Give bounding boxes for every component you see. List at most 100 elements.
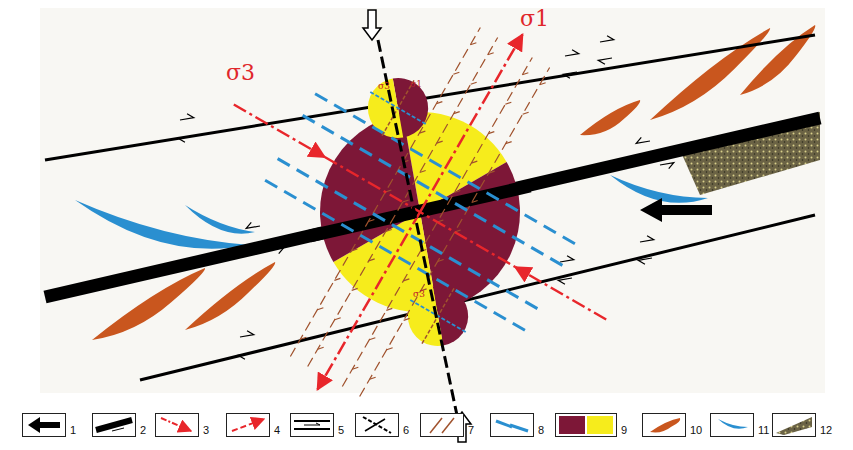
legend-sample [291,414,334,437]
fracture-tick [522,73,528,75]
fracture-tick [403,279,409,281]
legend-number: 10 [690,425,702,436]
orange-vein [650,418,680,432]
fracture-tick [471,82,477,84]
stress-label: σ3 [226,62,255,84]
legend-number: 1 [70,425,76,436]
fracture-tick [506,142,512,144]
fracture-tick [488,53,494,55]
blue-vein [718,419,748,429]
hollow-arrow [363,10,381,40]
sigma1-axis [318,212,421,390]
fracture-tick [352,288,358,290]
shear-sense-arrow [563,72,577,78]
legend-number: 2 [140,425,146,436]
stress-label: σ3 [413,290,425,299]
fracture-tick [472,201,478,203]
shear-sense-arrow [636,137,650,143]
legend-number: 9 [621,425,627,436]
fracture-tick [387,348,393,350]
fracture-tick [505,102,511,104]
fracture-tick [420,171,426,173]
fracture-tick [454,112,460,114]
sigma1-axis [420,34,523,212]
fracture-tick [368,219,374,221]
fracture-tick [437,141,443,143]
stress-label: σ1 [520,8,549,30]
shear-sense-arrow [565,50,579,56]
fracture-tick [369,259,375,261]
legend-sample [711,414,754,437]
legend-number: 4 [274,425,280,436]
compression-axis [378,40,458,420]
fracture-tick [438,259,444,261]
blue-vein [610,175,708,203]
fracture-tick [471,161,477,163]
stress-label: σ1 [410,80,422,89]
fracture-tick [453,72,459,74]
shear-sense-arrow [240,331,254,337]
shear-sense-arrow [180,114,194,120]
legend-sample [773,414,816,437]
stress-label: σ3 [378,82,390,91]
fracture-tick [334,278,340,280]
shear-sense-arrow [560,256,574,262]
shear-sense-arrow [246,222,260,228]
fracture-tick [436,102,442,104]
fracture-tick [404,318,410,320]
fracture-tick [352,367,358,369]
fracture-tick [317,308,323,310]
fracture-tick [419,131,425,133]
legend-sample [643,414,686,437]
fracture-tick [470,43,476,45]
fracture-tick [370,377,376,379]
fracture-tick [351,249,357,251]
fracture-tick [386,229,392,231]
legend-sample [23,414,66,437]
shear-sense-arrow [640,236,654,242]
fracture-tick [300,337,306,339]
legend-sample [491,414,534,437]
orange-vein [185,262,275,330]
legend-sample [156,414,199,437]
shear-sense-arrow [238,353,252,359]
legend-number: 6 [403,425,409,436]
fracture-tick [335,318,341,320]
tension-fracture [308,37,498,366]
fracture-tick [318,347,324,349]
movement-arrow [640,198,712,222]
fracture-tick [369,338,375,340]
shear-sense-arrow [178,136,192,142]
legend-number: 11 [758,425,769,436]
shear-sense-arrow [638,258,652,264]
fracture-tick [540,83,546,85]
legend-sample [421,414,464,437]
compression-fracture [265,180,525,330]
legend-sample [227,414,270,437]
legend-number: 7 [468,425,474,436]
orange-vein [650,28,770,120]
legend-sample [93,414,136,437]
legend-number: 5 [338,425,344,436]
shear-sense-arrow [558,278,572,284]
fracture-tick [386,308,392,310]
small-axis [370,92,425,124]
shear-sense-arrow [600,36,614,42]
fracture-tick [523,112,529,114]
shear-sense-arrow [598,58,612,64]
legend-number: 8 [538,425,544,436]
fracture-tick [488,132,494,134]
panel-ground [40,8,825,393]
sigma3-axis [515,267,606,320]
fracture-tick [403,200,409,202]
blue-vein [185,205,255,234]
fracture-tick [489,171,495,173]
orange-vein [580,100,640,135]
legend-sample [556,414,617,437]
fracture-tick [454,191,460,193]
legend-sample [356,414,399,437]
sigma3-axis [325,157,516,267]
legend-number: 12 [820,425,832,436]
